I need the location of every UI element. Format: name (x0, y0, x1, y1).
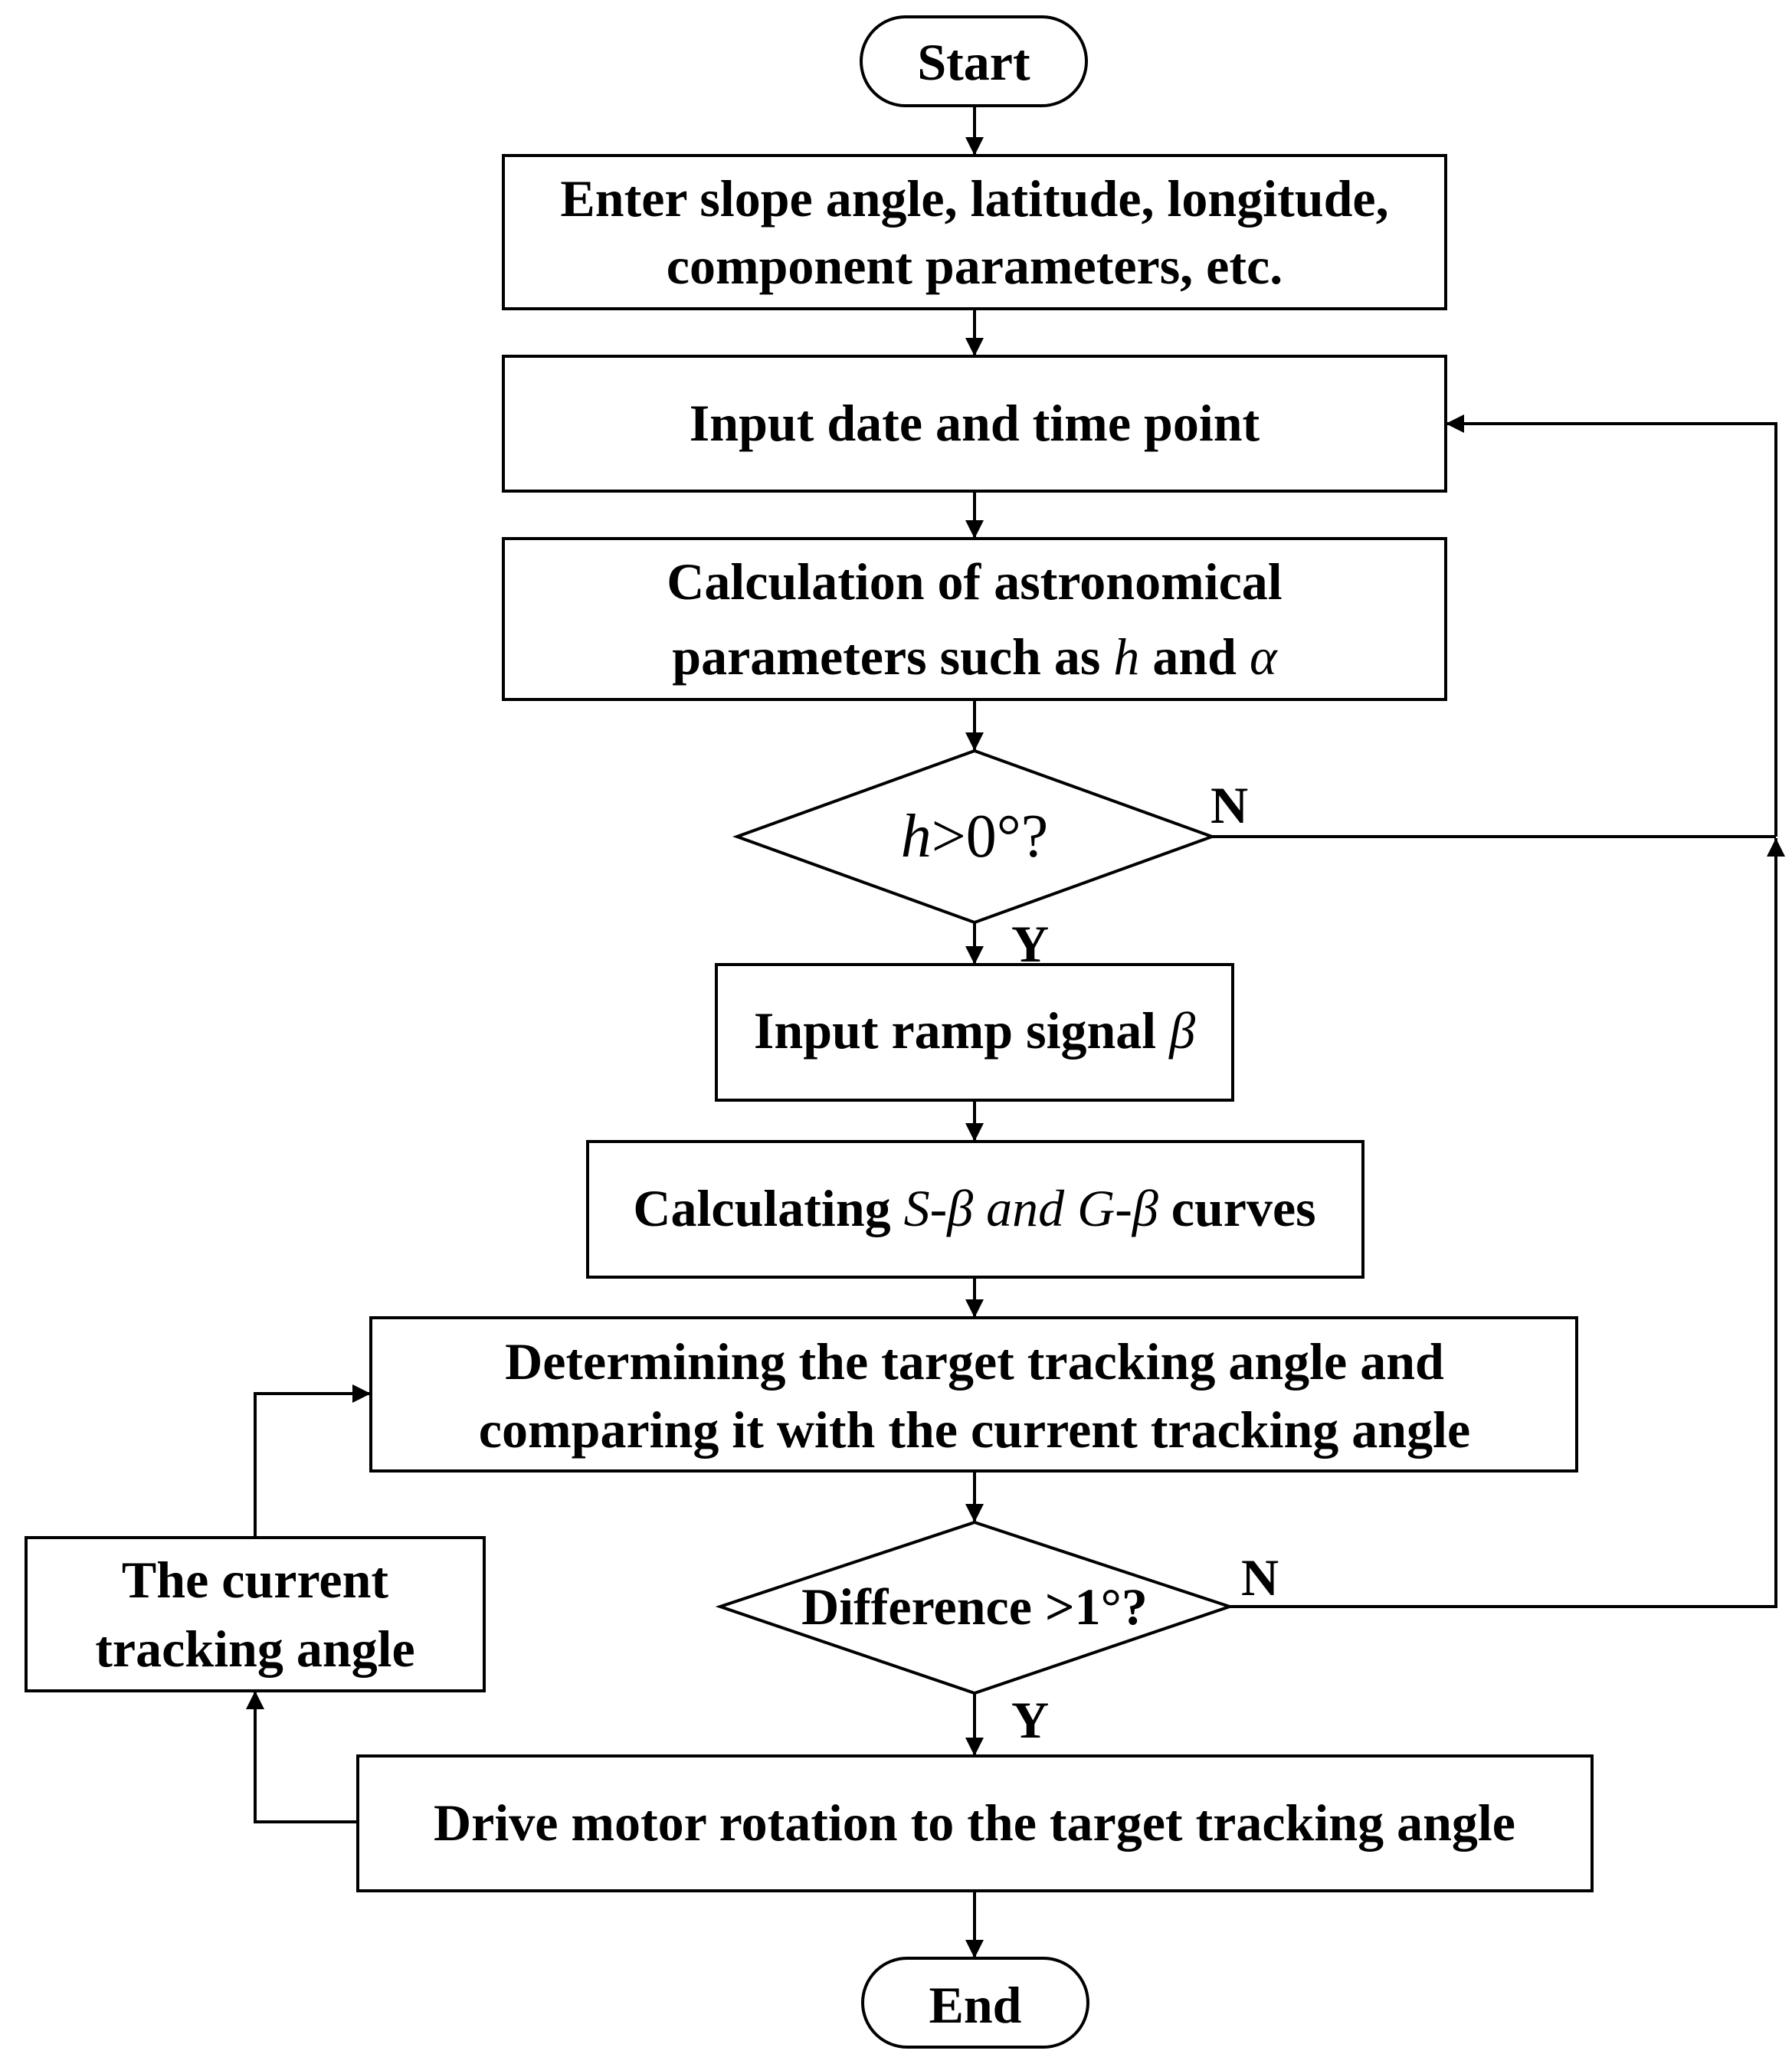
var-h: h (1113, 627, 1139, 686)
curve-g-beta: G-β (1077, 1179, 1158, 1237)
input-ramp-label: Input ramp signal β (754, 1001, 1195, 1060)
input-date-label: Input date and time point (690, 394, 1260, 452)
connector-diff-no (1230, 838, 1785, 1608)
var-alpha: α (1250, 627, 1278, 686)
calc-curves-box (586, 1140, 1364, 1279)
var-beta: β (1168, 1001, 1195, 1060)
decision-h-rest: >0°? (932, 803, 1049, 870)
current-angle-line2: tracking angle (95, 1620, 414, 1678)
calc-astro-line1: Calculation of astronomical (667, 552, 1282, 611)
start-label: Start (917, 33, 1030, 91)
calc-astro-mid: and (1139, 627, 1250, 686)
drive-motor-label: Drive motor rotation to the target track… (434, 1794, 1515, 1852)
drive-motor-box (356, 1754, 1594, 1892)
calc-curves-pre: Calculating (633, 1179, 903, 1237)
current-angle-line1: The current (122, 1551, 388, 1609)
connector-drive-to-current (246, 1691, 358, 1823)
curve-s-beta: S-β (904, 1179, 974, 1237)
label-diff-no: N (1241, 1548, 1279, 1607)
end-label: End (929, 1976, 1022, 2034)
calc-curves-post: curves (1158, 1179, 1316, 1237)
decision-h-var: h (901, 803, 932, 870)
calc-curves-mid: and (973, 1179, 1077, 1237)
enter-params-box (502, 154, 1447, 310)
label-diff-yes: Y (1011, 1691, 1049, 1749)
decision-diff-label: Difference >1°? (801, 1577, 1148, 1636)
calc-astro-box (502, 537, 1447, 701)
connector-current-to-determine (254, 1384, 371, 1538)
enter-params-line2: component parameters, etc. (667, 237, 1283, 295)
decision-h-label: h>0°? (901, 803, 1049, 870)
calc-astro-pre: parameters such as (672, 627, 1113, 686)
determine-line2: comparing it with the current tracking a… (479, 1400, 1470, 1459)
connector-back-to-date (1446, 414, 1777, 837)
input-ramp-text: Input ramp signal (754, 1001, 1169, 1060)
label-h-no: N (1211, 776, 1248, 834)
calc-astro-line2: parameters such as h and α (672, 627, 1278, 686)
label-h-yes: Y (1011, 915, 1049, 973)
determine-line1: Determining the target tracking angle an… (505, 1332, 1444, 1391)
calc-curves-label: Calculating S-β and G-β curves (633, 1179, 1315, 1237)
enter-params-line1: Enter slope angle, latitude, longitude, (560, 169, 1388, 228)
